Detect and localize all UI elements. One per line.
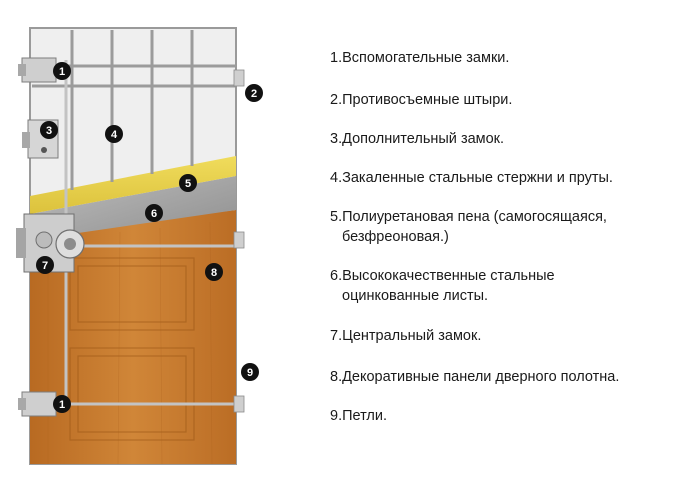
svg-text:2: 2 [251,88,257,100]
door-diagram: 1 2 3 4 5 6 7 8 9 1 [16,27,263,465]
auxiliary-lock-top [18,57,57,83]
svg-text:8: 8 [211,267,217,279]
auxiliary-lock-bottom [18,391,57,417]
svg-text:4: 4 [111,129,118,141]
legend-item-7: 7.Центральный замок. [330,326,690,346]
legend-item-6: 6.Высококачественные стальные оцинкованн… [330,266,690,306]
legend-text: Полиуретановая пена (самогосящаяся, [342,209,607,225]
svg-text:1: 1 [59,66,65,78]
legend-item-2: 2.Противосъемные штыри. [330,90,690,110]
marker-1-top: 1 [53,62,71,80]
marker-1-bottom: 1 [53,395,71,413]
legend-item-1: 1.Вспомогательные замки. [330,48,690,68]
marker-7: 7 [36,256,54,274]
legend-item-4: 4.Закаленные стальные стержни и пруты. [330,168,690,188]
svg-text:1: 1 [59,399,65,411]
legend-text: Дополнительный замок. [342,131,505,147]
legend-text: Высококачественные стальные [342,268,555,284]
marker-6: 6 [145,204,163,222]
legend-text-continued: безфреоновая.) [342,229,449,245]
legend-item-5: 5.Полиуретановая пена (самогосящаяся, бе… [330,207,690,247]
legend-number: 3. [330,131,343,147]
svg-text:5: 5 [185,178,191,190]
legend-text: Закаленные стальные стержни и пруты. [342,170,613,186]
legend-item-9: 9.Петли. [330,406,690,426]
svg-text:7: 7 [42,260,48,272]
marker-5: 5 [179,174,197,192]
svg-text:9: 9 [247,367,253,379]
legend-text: Вспомогательные замки. [342,50,510,66]
marker-4: 4 [105,125,123,143]
legend-item-3: 3.Дополнительный замок. [330,129,690,149]
marker-2: 2 [245,84,263,102]
panel-moldings [69,257,195,441]
legend-text: Центральный замок. [342,328,482,344]
legend-number: 6. [330,268,343,284]
anti-removal-pins [233,69,245,413]
legend-number: 5. [330,209,343,225]
wood-grain [47,221,213,465]
legend-number: 9. [330,408,343,424]
legend-item-8: 8.Декоративные панели дверного полотна. [330,367,690,387]
marker-9: 9 [241,363,259,381]
marker-3: 3 [40,121,58,139]
legend-text: Петли. [342,408,388,424]
marker-8: 8 [205,263,223,281]
legend-number: 1. [330,50,343,66]
legend-number: 2. [330,92,343,108]
legend-text-continued: оцинкованные листы. [342,288,489,304]
foam-layer [30,156,236,214]
svg-text:6: 6 [151,208,157,220]
legend-number: 4. [330,170,343,186]
legend-text: Противосъемные штыри. [342,92,513,108]
legend-number: 8. [330,369,343,385]
decorative-panel [30,210,236,464]
legend-text: Декоративные панели дверного полотна. [342,369,620,385]
steel-sheet [30,176,236,240]
legend-number: 7. [330,328,343,344]
svg-text:3: 3 [46,125,52,137]
